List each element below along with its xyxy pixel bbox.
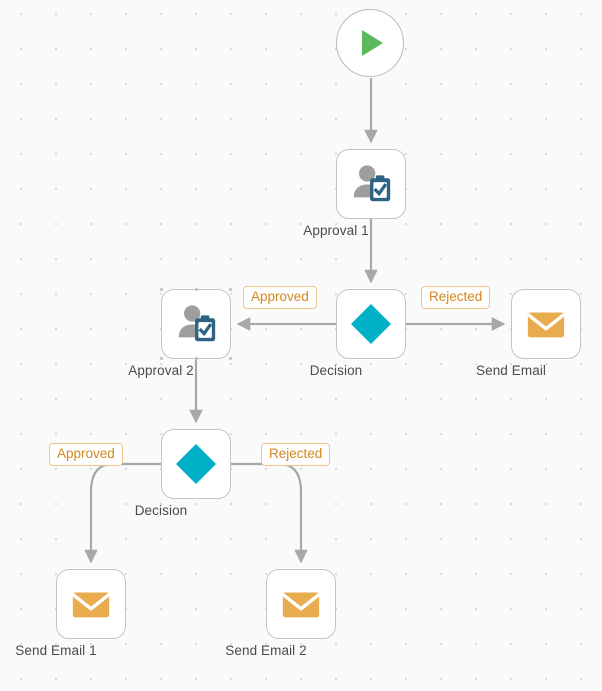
node-approval1-label: Approval 1 [303,223,369,238]
node-start[interactable] [336,9,404,77]
node-sendemail-label: Send Email [475,363,547,378]
play-icon [362,30,383,56]
envelope-icon [281,592,321,618]
node-sendemail2[interactable] [266,569,336,639]
resize-handle-top-left[interactable] [160,288,163,291]
approval-icon [178,305,216,342]
node-decision2[interactable] [161,429,231,499]
node-decision1[interactable] [336,289,406,359]
edge-label-approved-1[interactable]: Approved [243,286,317,309]
node-approval2-label: Approval 2 [128,363,194,378]
node-sendemail2-label: Send Email 2 [225,643,307,658]
edge-label-rejected-2[interactable]: Rejected [261,443,331,466]
envelope-icon [71,592,111,618]
node-sendemail1[interactable] [56,569,126,639]
resize-handle-top-center[interactable] [194,288,198,291]
resize-handle-bottom-center[interactable] [194,357,198,360]
edge-label-rejected-1[interactable]: Rejected [421,286,491,309]
node-sendemail[interactable] [511,289,581,359]
edge-label-approved-2[interactable]: Approved [49,443,123,466]
resize-handle-top-right[interactable] [229,288,232,291]
node-approval2[interactable] [160,288,232,360]
approval-icon [353,165,391,202]
diamond-icon [351,304,391,344]
node-decision2-label: Decision [134,503,188,518]
diamond-icon [176,444,216,484]
envelope-icon [526,312,566,338]
node-approval1[interactable] [336,149,406,219]
edge-decision2-sendemail2 [231,462,308,564]
node-sendemail1-label: Send Email 1 [15,643,97,658]
resize-handle-bottom-right[interactable] [229,357,232,360]
node-decision1-label: Decision [309,363,363,378]
resize-handle-bottom-left[interactable] [160,357,163,360]
